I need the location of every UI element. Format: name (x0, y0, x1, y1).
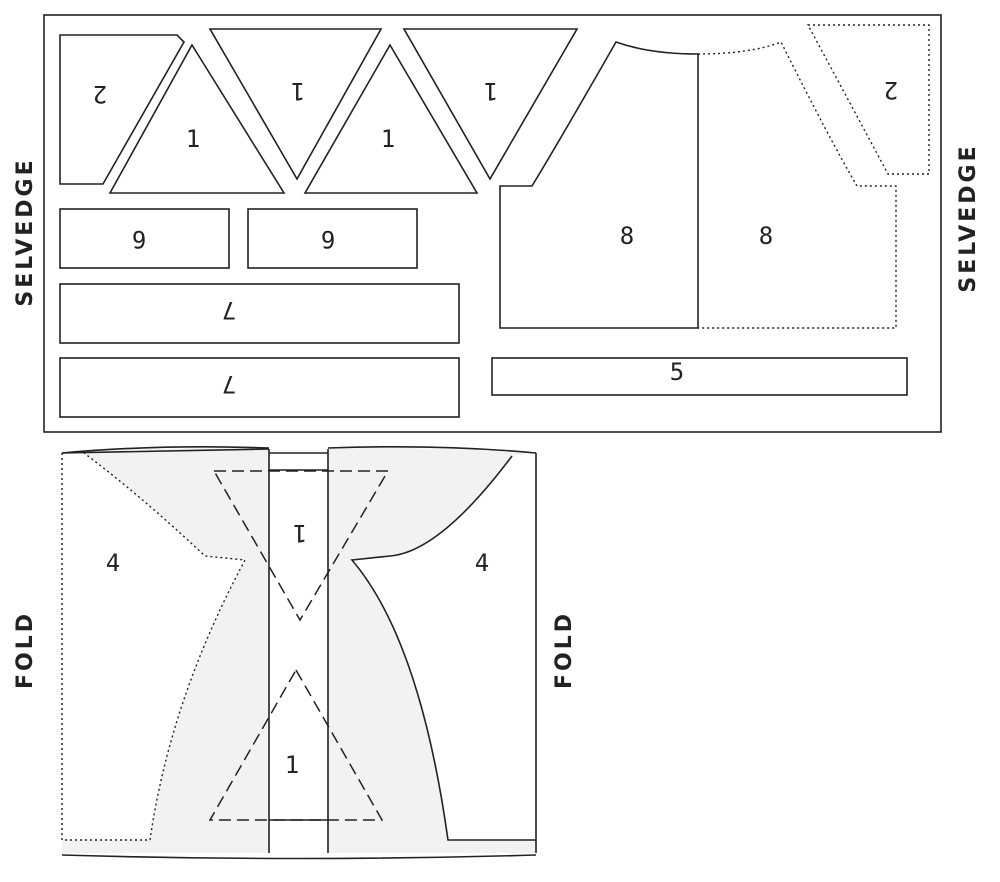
piece-2-left-label: 2 (93, 80, 107, 108)
piece-1-triangle-d (402, 28, 579, 181)
fold-left-label: FOLD (13, 611, 38, 689)
piece-2-right-label: 2 (884, 76, 898, 104)
piece-7-bottom (59, 357, 460, 418)
piece-1-triangle-b (208, 28, 383, 181)
piece-6-right-label: 6 (321, 225, 335, 253)
piece-1-fold-triangle-top (212, 470, 390, 622)
piece-7-bottom-label: 7 (222, 370, 236, 398)
piece-4-right (350, 455, 536, 841)
fold-top-curve-right (327, 445, 537, 454)
piece-2-left (59, 34, 185, 185)
piece-1-fold-triangle-bottom (208, 668, 384, 821)
fold-top-left-edge (61, 448, 270, 454)
fold-top-curve-left (61, 445, 270, 454)
piece-8-left (499, 41, 699, 329)
piece-4-right-label: 4 (475, 549, 489, 577)
piece-1-triangle-d-label: 1 (484, 77, 498, 105)
piece-5-label: 5 (670, 358, 684, 386)
fold-right-label: FOLD (552, 611, 577, 689)
piece-4-left (61, 452, 247, 841)
piece-8-right (697, 41, 897, 329)
piece-4-right-shading (328, 448, 536, 853)
selvedge-left-label: SELVEDGE (13, 157, 38, 306)
selvedge-right-label: SELVEDGE (956, 143, 981, 292)
piece-7-top (59, 283, 460, 344)
piece-4-left-shading (62, 448, 269, 853)
piece-1-triangle-c-label: 1 (381, 125, 395, 153)
piece-6-left (59, 208, 230, 269)
piece-1-triangle-c (303, 43, 479, 194)
piece-6-left-label: 6 (132, 225, 146, 253)
piece-8-left-label: 8 (620, 222, 634, 250)
piece-6-right (247, 208, 418, 269)
piece-1-triangle-a-label: 1 (186, 125, 200, 153)
piece-4-left-label: 4 (106, 549, 120, 577)
piece-1-fold-triangle-top-label: 1 (293, 519, 307, 547)
piece-1-triangle-b-label: 1 (291, 77, 305, 105)
piece-2-right (806, 24, 930, 175)
piece-8-right-label: 8 (759, 222, 773, 250)
piece-7-top-label: 7 (222, 296, 236, 324)
piece-1-triangle-a (108, 43, 286, 194)
piece-1-fold-triangle-bottom-label: 1 (285, 751, 299, 779)
fold-bottom-curve (61, 854, 537, 860)
piece-5 (491, 357, 908, 396)
